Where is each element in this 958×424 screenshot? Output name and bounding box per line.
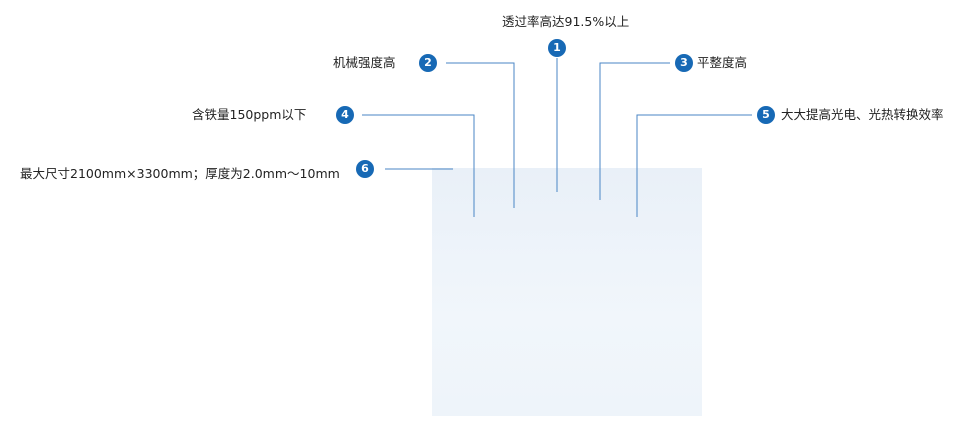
- feature-label-2: 机械强度高: [333, 55, 396, 70]
- leader-line-2: [446, 62, 515, 208]
- feature-label-4: 含铁量150ppm以下: [192, 107, 307, 122]
- feature-label-1: 透过率高达91.5%以上: [502, 14, 630, 29]
- leader-line-5: [636, 114, 752, 217]
- feature-badge-1: 1: [548, 39, 566, 57]
- feature-label-6: 最大尺寸2100mm×3300mm；厚度为2.0mm～10mm: [20, 166, 340, 181]
- feature-label-3: 平整度高: [697, 55, 748, 70]
- feature-badge-3: 3: [675, 54, 693, 72]
- leader-line-4: [362, 114, 475, 217]
- leader-line-3: [599, 62, 670, 200]
- feature-badge-4: 4: [336, 106, 354, 124]
- feature-badge-6: 6: [356, 160, 374, 178]
- feature-label-5: 大大提高光电、光热转换效率: [781, 107, 944, 122]
- feature-badge-5: 5: [757, 106, 775, 124]
- feature-badge-2: 2: [419, 54, 437, 72]
- glass-panel: [432, 168, 702, 416]
